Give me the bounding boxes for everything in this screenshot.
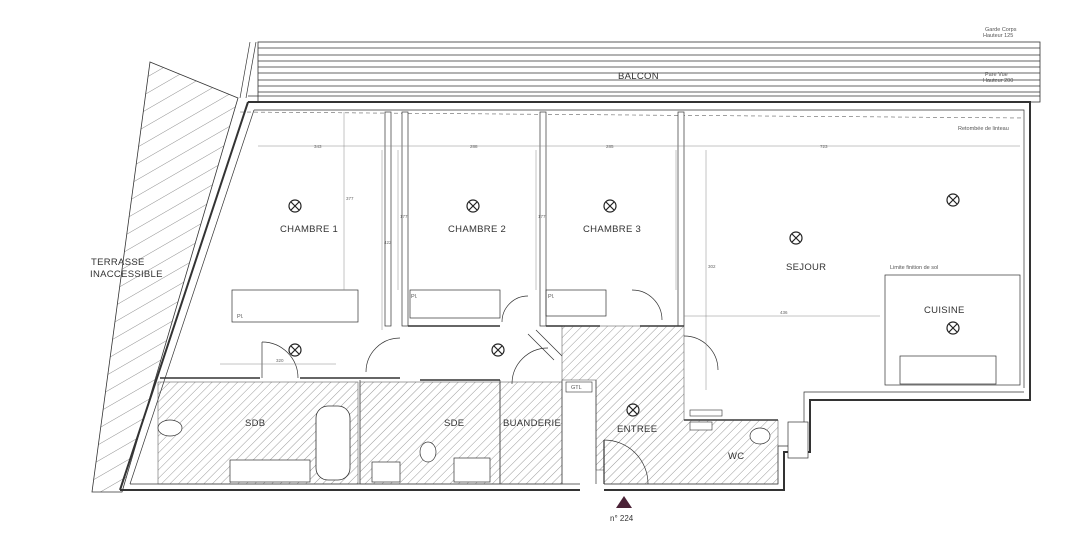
dimension-label: 177 bbox=[400, 214, 408, 219]
room-label-buanderie: BUANDERIE bbox=[503, 418, 561, 429]
dimension-label: 177 bbox=[538, 214, 546, 219]
placard-label-chambre3: Pl. bbox=[548, 294, 555, 300]
room-label-wc: WC bbox=[728, 451, 744, 462]
fixtures bbox=[157, 274, 1021, 483]
dimension-label: 285 bbox=[606, 144, 614, 149]
annotation-pare-vue-hauteur: Hauteur 200 bbox=[983, 78, 1013, 84]
lot-number: n° 224 bbox=[610, 514, 634, 523]
entry-marker bbox=[616, 496, 632, 508]
annotation-garde-corps: Garde Corps bbox=[985, 27, 1017, 33]
annotation-retombee: Retombée de linteau bbox=[958, 126, 1009, 132]
room-label-balcon: BALCON bbox=[618, 71, 659, 82]
room-label-chambre-1: CHAMBRE 1 bbox=[280, 224, 338, 235]
terrasse-area bbox=[91, 61, 239, 493]
dimension-label: 288 bbox=[470, 144, 478, 149]
balcony-area bbox=[239, 41, 1041, 103]
room-label-chambre-3: CHAMBRE 3 bbox=[583, 224, 641, 235]
dimension-lines bbox=[220, 112, 1020, 390]
gtl-label: GTL bbox=[571, 385, 582, 391]
dimension-label: 723 bbox=[820, 144, 828, 149]
room-label-sdb: SDB bbox=[245, 418, 265, 429]
dimension-label: 343 bbox=[314, 144, 322, 149]
room-label-sde: SDE bbox=[444, 418, 464, 429]
room-label-sejour: SEJOUR bbox=[786, 262, 826, 273]
dimension-label: 302 bbox=[708, 264, 716, 269]
dimension-label: 320 bbox=[276, 358, 284, 363]
ceiling-light-icon bbox=[288, 193, 960, 417]
annotation-limite-sol: Limite finition de sol bbox=[890, 265, 938, 271]
hatched-areas bbox=[157, 325, 779, 485]
room-label-terrasse: TERRASSE bbox=[91, 257, 145, 268]
room-label-chambre-2: CHAMBRE 2 bbox=[448, 224, 506, 235]
room-label-cuisine: CUISINE bbox=[924, 305, 965, 316]
dimension-label: 422 bbox=[384, 240, 392, 245]
annotation-pare-vue: Pare Vue bbox=[985, 72, 1008, 78]
door-swings bbox=[261, 289, 719, 485]
dimension-label: 377 bbox=[346, 196, 354, 201]
dimension-label: 436 bbox=[780, 310, 788, 315]
placard-label-chambre2: Pl. bbox=[411, 294, 418, 300]
placard-label-chambre1: Pl. bbox=[237, 314, 244, 320]
room-label-inaccessible: INACCESSIBLE bbox=[90, 269, 163, 280]
room-label-entree: ENTREE bbox=[617, 424, 657, 435]
annotation-garde-corps-hauteur: Hauteur 125 bbox=[983, 33, 1013, 39]
